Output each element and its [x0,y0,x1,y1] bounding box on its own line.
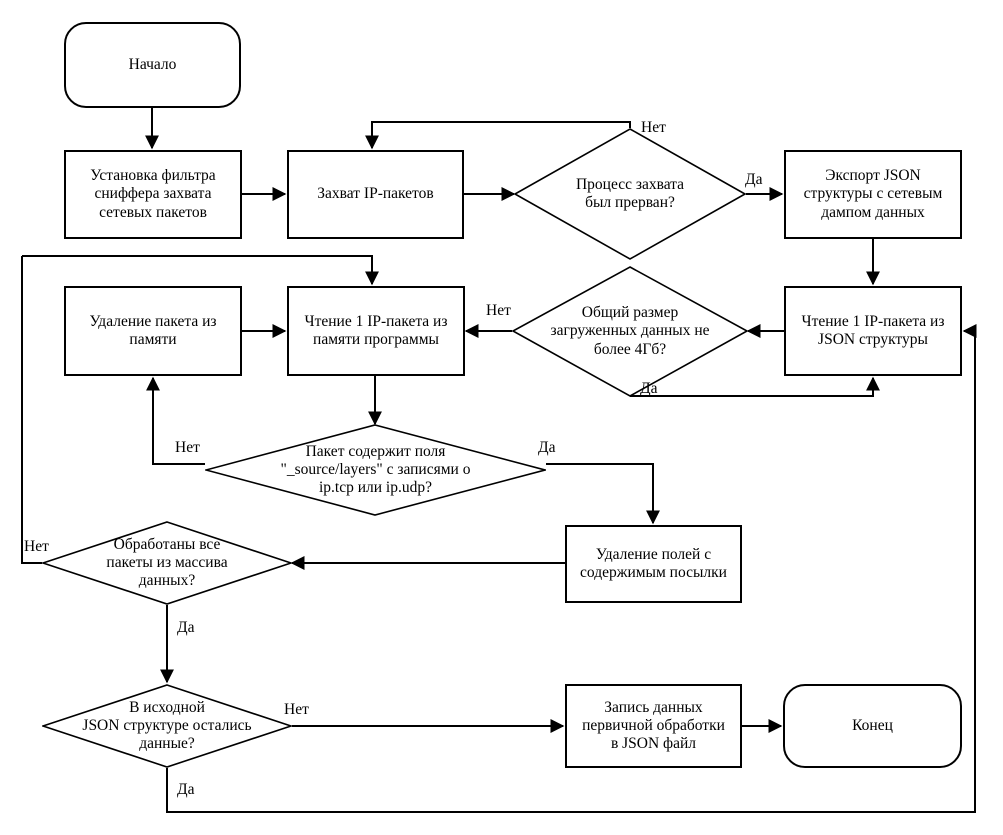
node-delete-payload[interactable]: Удаление полей с содержимым посылки [565,525,742,603]
node-end[interactable]: Конец [783,684,962,768]
node-all-packets-label: Обработаны все пакеты из массива данных? [106,535,228,590]
edge-rail-to-read-memory [22,255,379,286]
node-size-check-label: Общий размер загруженных данных не более… [550,304,710,358]
node-delete-payload-label: Удаление полей с содержимым посылки [580,545,727,581]
node-delete-from-memory[interactable]: Удаление пакета из памяти [64,286,242,376]
edge-label-json-remaining-no: Нет [284,701,309,718]
node-packet-fields-label: Пакет содержит поля "_source/layers" с з… [280,442,471,497]
node-capture[interactable]: Захват IP-пакетов [287,150,464,239]
node-read-from-json-label: Чтение 1 IP-пакета из JSON структуры [801,312,945,348]
node-capture-interrupted-label: Процесс захвата был прерван? [575,175,685,211]
node-write-json-label: Запись данных первичной обработки в JSON… [582,698,725,753]
edge-all-packets-no-rail [21,256,42,564]
node-size-check[interactable]: Общий размер загруженных данных не более… [512,266,748,397]
node-start[interactable]: Начало [64,22,241,108]
node-json-remaining-label: В исходной JSON структуре остались данны… [82,698,252,753]
node-capture-interrupted[interactable]: Процесс захвата был прерван? [514,128,746,260]
node-read-from-json[interactable]: Чтение 1 IP-пакета из JSON структуры [784,286,962,376]
edge-label-size-no: Нет [486,302,511,319]
edge-label-capture-yes: Да [745,171,763,188]
node-start-label: Начало [128,55,177,73]
node-set-filter[interactable]: Установка фильтра сниффера захвата сетев… [64,150,242,239]
node-read-from-memory[interactable]: Чтение 1 IP-пакета из памяти программы [287,286,465,376]
edge-label-json-remaining-yes: Да [177,781,195,798]
node-set-filter-label: Установка фильтра сниффера захвата сетев… [90,167,216,221]
node-read-from-memory-label: Чтение 1 IP-пакета из памяти программы [304,312,448,348]
edge-fields-yes-to-delete-payload [546,463,660,525]
node-delete-from-memory-label: Удаление пакета из памяти [89,312,217,348]
node-write-json[interactable]: Запись данных первичной обработки в JSON… [565,684,742,768]
edge-label-size-yes: Да [640,380,658,397]
edge-label-all-packets-yes: Да [177,619,195,636]
edge-label-all-packets-no: Нет [24,538,49,555]
node-packet-fields[interactable]: Пакет содержит поля "_source/layers" с з… [205,424,546,516]
node-export-json[interactable]: Экспорт JSON структуры с сетевым дампом … [784,150,962,239]
edge-label-fields-no: Нет [175,439,200,456]
node-all-packets[interactable]: Обработаны все пакеты из массива данных? [42,521,292,605]
node-end-label: Конец [852,716,893,734]
node-json-remaining[interactable]: В исходной JSON структуре остались данны… [42,684,292,768]
edge-label-capture-no: Нет [641,119,666,136]
node-export-json-label: Экспорт JSON структуры с сетевым дампом … [803,167,943,221]
edge-label-fields-yes: Да [538,439,556,456]
node-capture-label: Захват IP-пакетов [317,185,434,203]
